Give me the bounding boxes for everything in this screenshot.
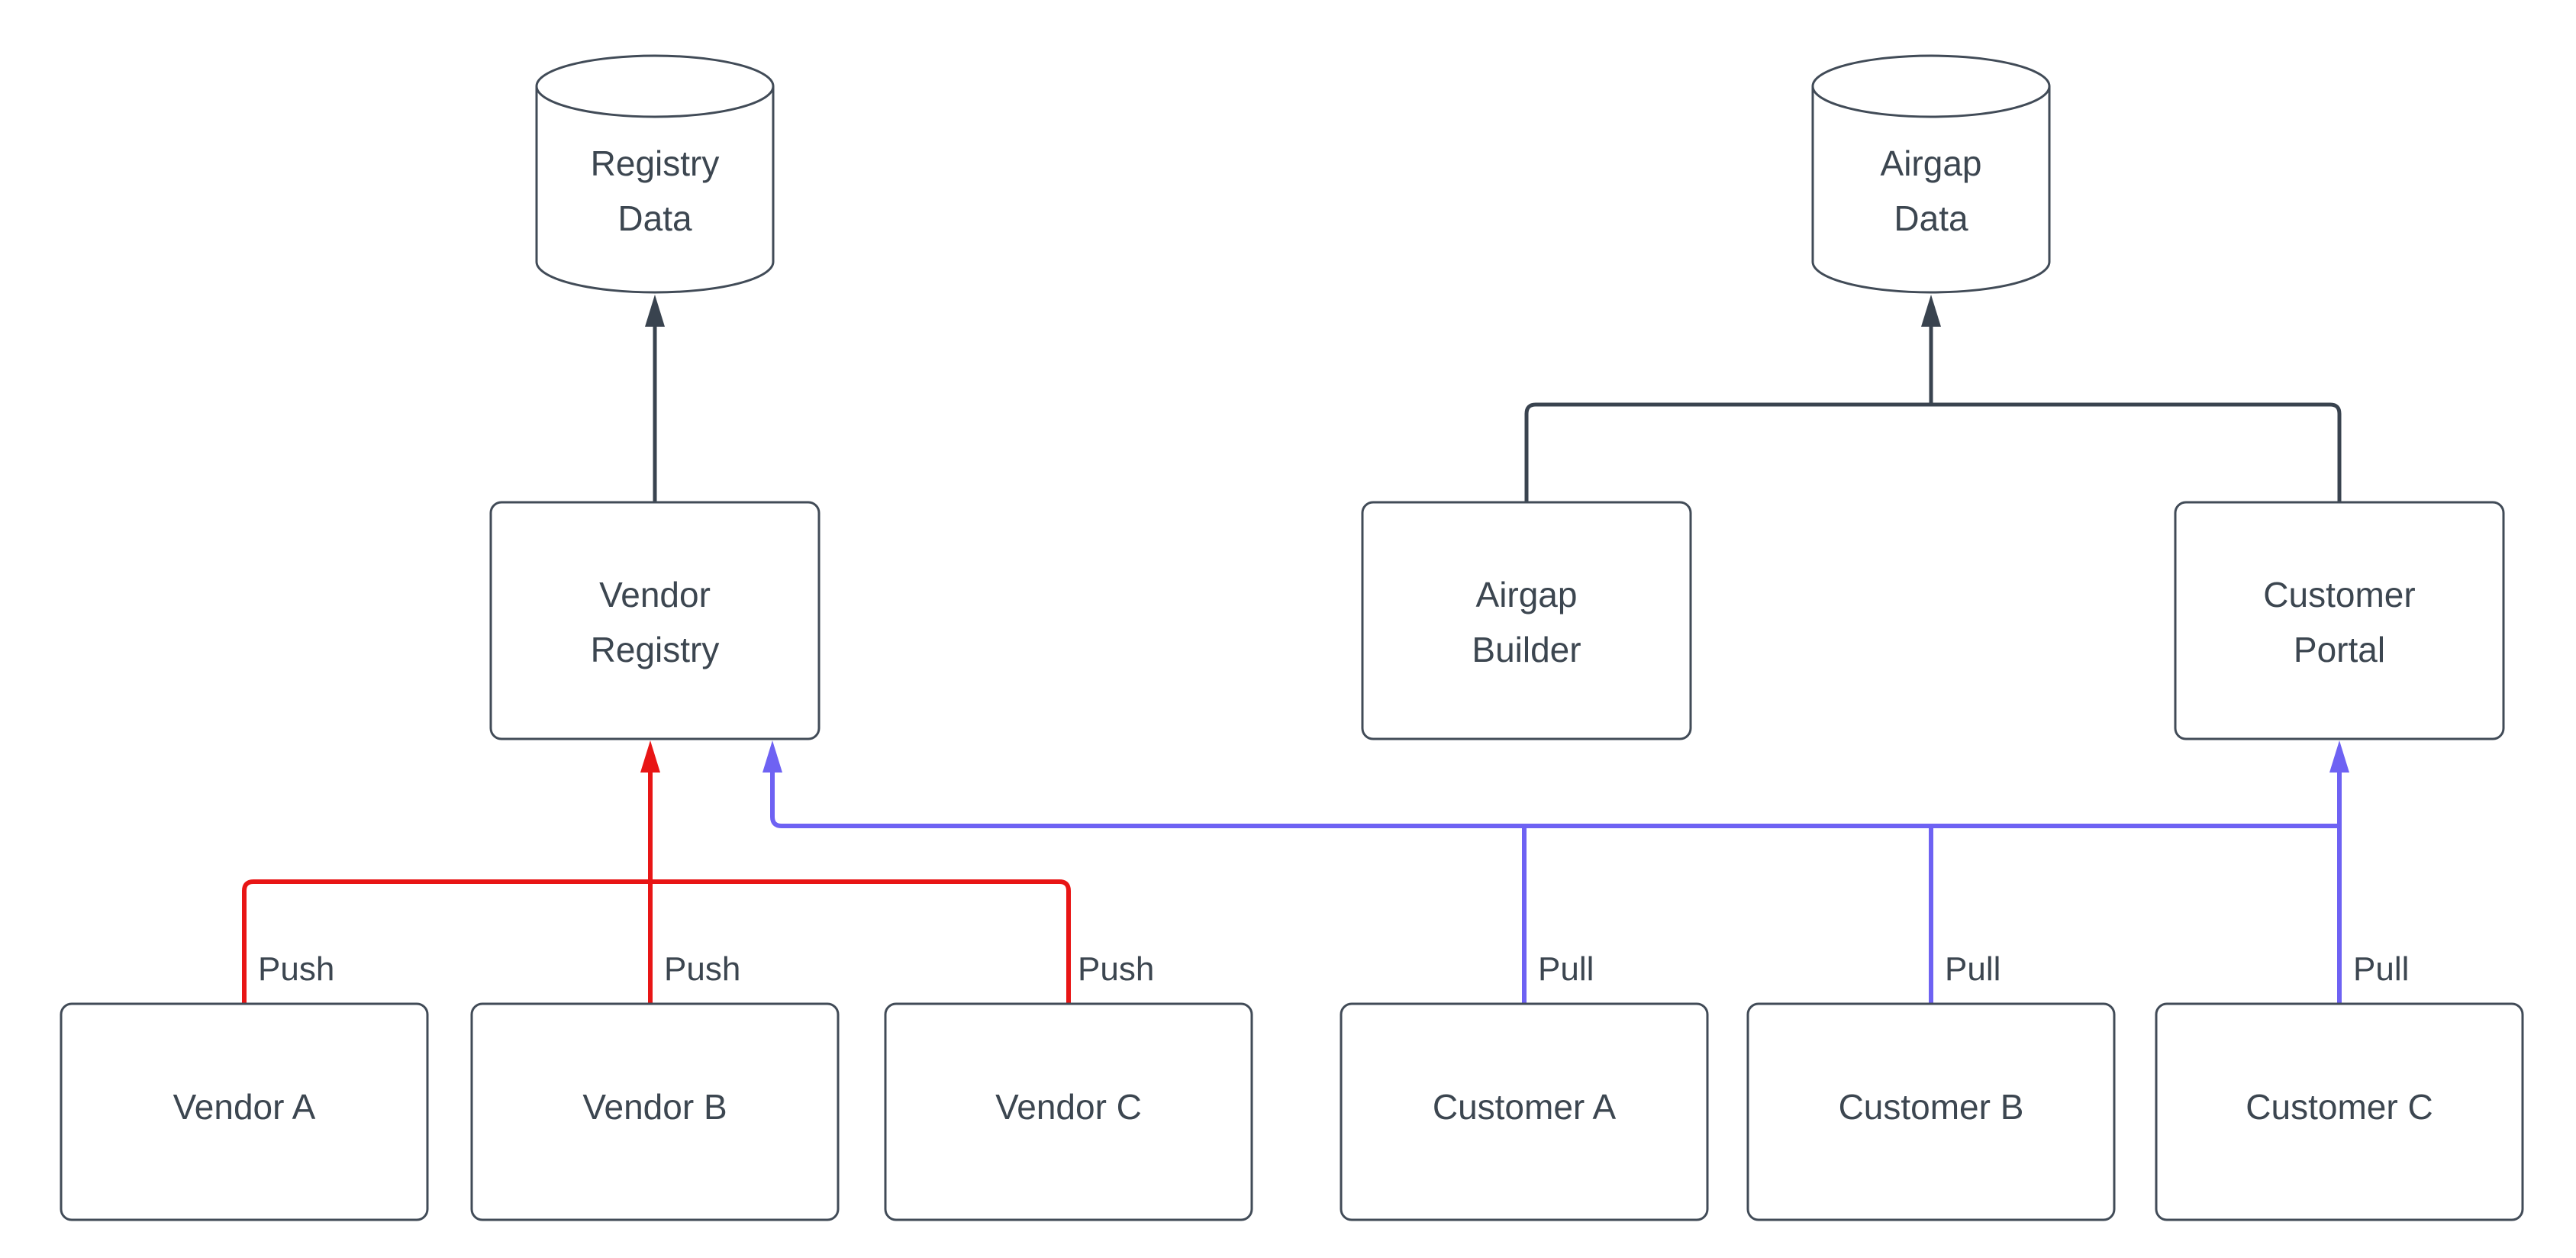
- vendor-a-label: Vendor A: [172, 1087, 316, 1127]
- vendor-c-label: Vendor C: [995, 1087, 1142, 1127]
- customer-portal-label-line1: Customer: [2263, 575, 2416, 614]
- airgap-builder-label-line1: Airgap: [1475, 575, 1578, 614]
- registry-data-label-line2: Data: [617, 198, 692, 238]
- airgap-data-label: Airgap Data: [1881, 136, 1982, 246]
- connector-builder-portal-bar: [1524, 402, 2342, 502]
- arrowhead-pull-into-vendor-registry: [762, 740, 782, 773]
- customer-c-label: Customer C: [2246, 1087, 2433, 1127]
- customer-portal-label-line2: Portal: [2293, 630, 2386, 669]
- box-vendor-b: [470, 1002, 840, 1221]
- customer-a-label: Customer A: [1432, 1087, 1617, 1127]
- registry-data-label: Registry Data: [591, 136, 720, 246]
- push-label-vendor-a: Push: [258, 950, 335, 988]
- vendor-registry-label-line1: Vendor: [599, 575, 711, 614]
- arrowhead-into-airgap-data: [1921, 295, 1941, 327]
- box-vendor-c: [884, 1002, 1253, 1221]
- pull-label-customer-b: Pull: [1945, 950, 2001, 988]
- vendor-registry-label: Vendor Registry: [591, 567, 720, 677]
- box-airgap-builder: [1361, 501, 1692, 740]
- arrowhead-pull-into-customer-portal: [2329, 740, 2349, 773]
- vendor-b-label: Vendor B: [582, 1087, 727, 1127]
- airgap-builder-label: Airgap Builder: [1472, 567, 1581, 677]
- box-customer-b: [1746, 1002, 2116, 1221]
- registry-data-label-line1: Registry: [590, 144, 720, 183]
- vendor-registry-label-line2: Registry: [590, 630, 720, 669]
- pull-bar-line: [770, 771, 2339, 828]
- pull-label-customer-a: Pull: [1538, 950, 1594, 988]
- customer-b-label: Customer B: [1838, 1087, 2024, 1127]
- cylinder-registry-data-top: [535, 54, 775, 118]
- box-customer-a: [1340, 1002, 1709, 1221]
- push-label-vendor-c: Push: [1078, 950, 1155, 988]
- cylinder-registry-data: [535, 86, 775, 294]
- airgap-builder-label-line2: Builder: [1472, 630, 1581, 669]
- box-customer-c: [2155, 1002, 2524, 1221]
- cylinder-airgap-data: [1811, 86, 2051, 294]
- box-vendor-registry: [489, 501, 821, 740]
- pull-label-customer-c: Pull: [2353, 950, 2410, 988]
- arrowhead-push-into-vendor-registry: [640, 740, 660, 773]
- box-customer-portal: [2174, 501, 2505, 740]
- push-branch-lines: [242, 879, 1071, 1004]
- arrowhead-into-registry-data: [645, 295, 665, 327]
- cylinder-airgap-data-top: [1811, 54, 2051, 118]
- customer-portal-label: Customer Portal: [2263, 567, 2415, 677]
- airgap-data-label-line2: Data: [1894, 198, 1968, 238]
- airgap-data-label-line1: Airgap: [1880, 144, 1982, 183]
- push-label-vendor-b: Push: [664, 950, 741, 988]
- box-vendor-a: [60, 1002, 429, 1221]
